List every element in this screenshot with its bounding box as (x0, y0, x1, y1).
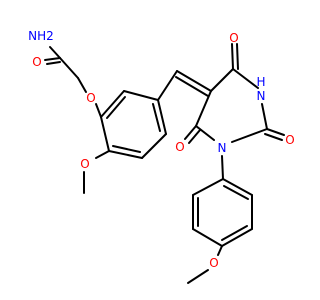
c2-o-right-1 (266, 128, 285, 136)
pyr-c4-n3 (232, 68, 259, 89)
c6-o-left-2 (188, 129, 201, 144)
ring-a-bond-1 (100, 90, 125, 118)
c2-o-right-2 (264, 133, 283, 141)
pyr-c2-n1 (231, 128, 268, 143)
ring-a-bond-1-inner (106, 96, 126, 119)
ring-a-bond-3 (157, 99, 167, 135)
bond-n1-phenyl (221, 155, 224, 180)
bond-c-o-amide-1 (44, 57, 61, 61)
c6-o-left-1 (184, 125, 197, 140)
ring-b-bond-6 (192, 178, 224, 196)
ring-b-bond-4 (192, 228, 223, 247)
atom-h-on-n3: H (256, 75, 265, 89)
bond-c-ch2 (59, 57, 79, 79)
ring-a-bond-5 (108, 150, 143, 159)
atom-n3: N (257, 89, 266, 103)
atom-o-amide: O (32, 55, 41, 69)
atom-nh2: NH2 (28, 29, 54, 43)
pyr-n3-c2 (261, 103, 268, 130)
atom-o-ether: O (86, 91, 95, 105)
ring-b-bond-3 (221, 228, 253, 247)
molecule-structure: NH2 O O O O H N O O N O (28, 29, 295, 284)
atom-o-right: O (285, 133, 294, 147)
bond-ring-ch (157, 70, 178, 101)
atom-o-left: O (175, 140, 184, 154)
ring-b-bond-3-inner (221, 225, 248, 241)
atom-o-methoxy-2: O (209, 256, 218, 270)
c4-o-top-1 (231, 43, 234, 70)
ring-a-bond-6 (100, 116, 110, 152)
bond-n-c (49, 46, 61, 59)
ring-a-bond-2 (123, 90, 159, 101)
ring-a-bond-4 (141, 133, 167, 159)
atom-labels: NH2 O O O O H N O O N O (28, 29, 295, 270)
bond-o-me2 (187, 269, 209, 284)
bond-c-o-amide-2 (46, 61, 61, 65)
pyr-c6-c5 (195, 90, 212, 127)
bond-ch-c5-2 (175, 76, 209, 97)
ring-b-bond-1-inner (223, 185, 249, 200)
pyr-n1-c6 (195, 125, 215, 141)
bond-ch-c5-1 (176, 70, 212, 92)
bond-ch2-o (77, 77, 87, 93)
c4-o-top-2 (236, 43, 239, 70)
bond-ring-o-ome1 (95, 150, 110, 159)
pyr-c5-c4 (210, 68, 234, 92)
atom-o-top: O (229, 31, 238, 45)
atom-n1: N (218, 141, 227, 155)
atom-o-methoxy-1: O (80, 157, 89, 171)
bonds (44, 43, 285, 284)
ring-b-bond-1 (222, 178, 253, 196)
bond-o-ring (95, 103, 102, 118)
ring-a-bond-3-inner (152, 103, 161, 132)
ring-a-bond-5-inner (112, 145, 141, 153)
bond-ringb-o-ome2 (217, 245, 223, 256)
